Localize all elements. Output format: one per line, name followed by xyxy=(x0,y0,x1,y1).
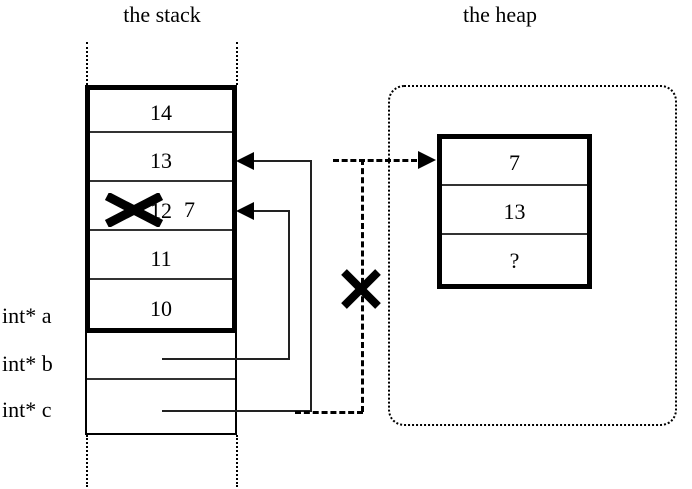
struck-value-x-mark xyxy=(104,192,164,228)
pointer-c-segment-horizontal-bottom xyxy=(162,410,311,412)
stack-title: the stack xyxy=(123,2,201,27)
x-cross-icon xyxy=(341,269,381,309)
variable-label-b: int* b xyxy=(2,351,53,376)
dangling-pointer-segment-bottom xyxy=(295,411,363,414)
variable-label-c: int* c xyxy=(2,397,52,422)
heap-row-divider xyxy=(442,184,587,186)
pointer-b-segment-horizontal-bottom xyxy=(162,358,289,360)
heap-cell-value: 13 xyxy=(503,199,526,224)
heap-cell-value: 7 xyxy=(509,150,520,175)
stack-guide-right-bottom xyxy=(236,435,238,487)
stack-frame: 14 13 12 11 10 xyxy=(85,85,237,333)
dangling-pointer-segment-top xyxy=(333,159,417,162)
pointer-b-segment-vertical xyxy=(288,210,290,360)
heap-cell-1: 13 xyxy=(442,201,587,223)
stack-cell-0: 14 xyxy=(90,102,232,124)
stack-cell-4: 10 xyxy=(90,298,232,320)
pointer-c-segment-horizontal-top xyxy=(253,160,312,162)
heap-region xyxy=(388,85,677,426)
stack-guide-left-top xyxy=(86,42,88,85)
pointer-b-segment-horizontal-top xyxy=(253,210,290,212)
heap-cell-2: ? xyxy=(442,250,587,272)
dangling-pointer-arrowhead xyxy=(418,151,436,169)
heap-cell-0: 7 xyxy=(442,152,587,174)
pointer-c-segment-vertical xyxy=(310,160,312,412)
variable-label-a: int* a xyxy=(2,303,52,328)
stack-cell-value: 10 xyxy=(150,296,172,321)
heap-row-divider xyxy=(442,233,587,235)
stack-guide-left-bottom xyxy=(86,435,88,487)
heap-cell-value: ? xyxy=(509,248,520,273)
stack-row-divider xyxy=(87,378,235,380)
heap-block: 7 13 ? xyxy=(437,134,592,289)
stack-cell-2: 12 xyxy=(90,200,232,222)
invalid-pointer-x-mark xyxy=(340,268,382,310)
pointer-c-arrowhead xyxy=(236,152,254,170)
stack-row-divider xyxy=(90,229,232,231)
heap-title: the heap xyxy=(463,2,537,27)
stack-cell-1: 13 xyxy=(90,150,232,172)
stack-guide-right-top xyxy=(236,42,238,85)
stack-cell-value: 11 xyxy=(150,246,172,271)
stack-pointer-slots xyxy=(85,333,237,435)
stack-cell-value: 14 xyxy=(150,100,172,125)
stack-cell-value-struck: 12 xyxy=(150,198,172,223)
stack-cell-3: 11 xyxy=(90,248,232,270)
stack-cell-value: 13 xyxy=(150,148,172,173)
stack-cell-2-annotation: 7 xyxy=(184,197,195,222)
stack-row-divider xyxy=(90,131,232,133)
pointer-b-arrowhead xyxy=(236,202,254,220)
stack-row-divider xyxy=(90,180,232,182)
x-stroke-icon xyxy=(104,192,164,228)
stack-row-divider xyxy=(90,278,232,280)
